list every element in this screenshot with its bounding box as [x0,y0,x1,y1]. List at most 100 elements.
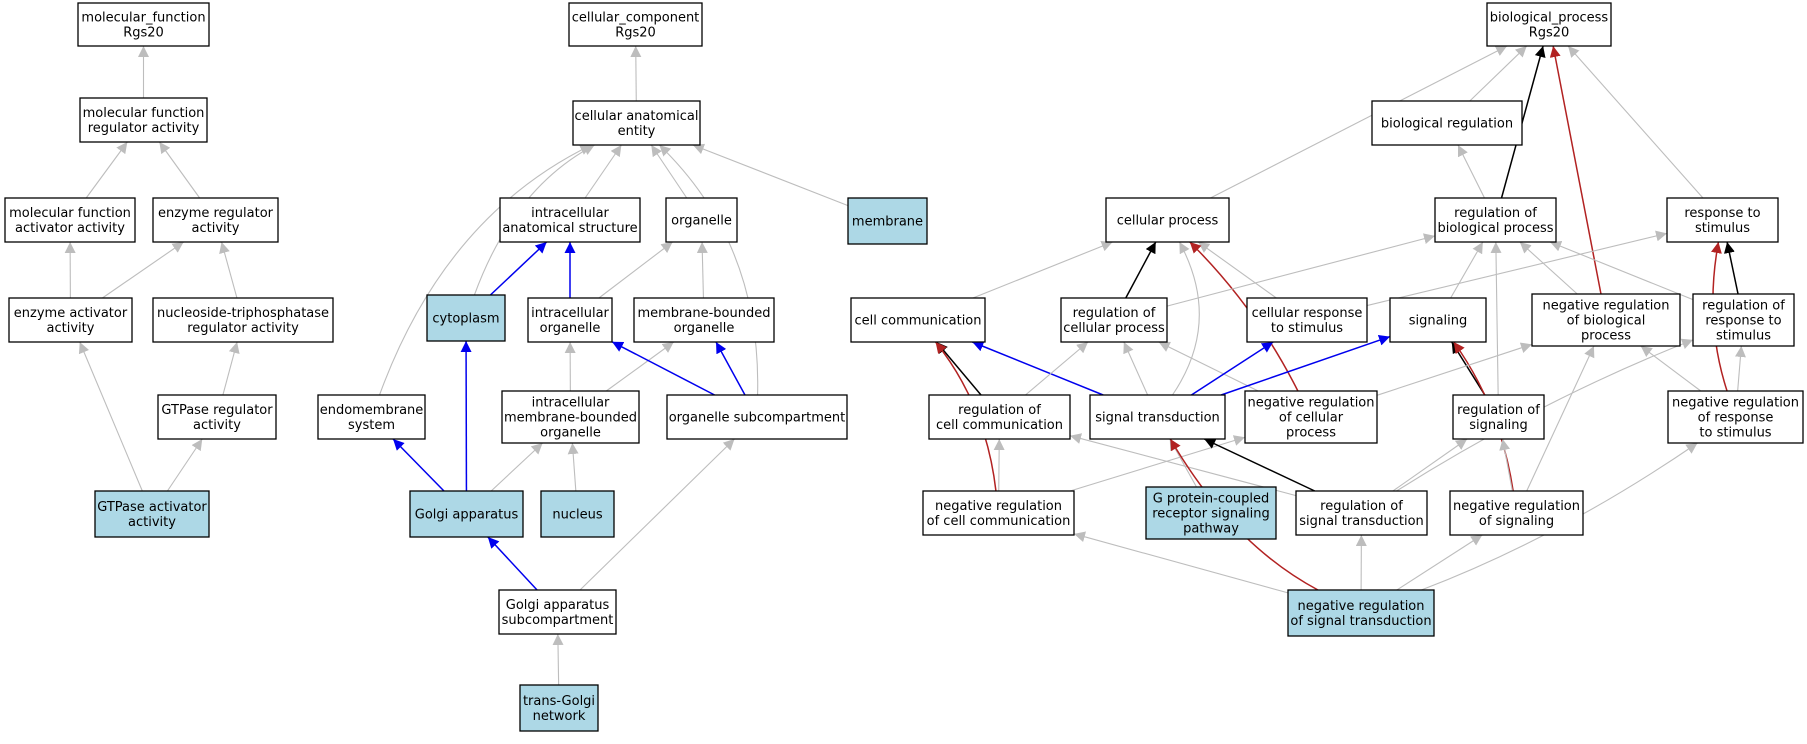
edge-ntp-reg-to-enz-reg [222,242,237,298]
node-label-line: intracellular [531,306,609,321]
node-label-line: receptor signaling [1152,507,1270,522]
edge-golgi-to-endo [393,439,444,491]
node-label-line: cellular process [1063,321,1165,336]
edge-reg-cc-to-reg-cp [1025,342,1088,395]
node-label-line: Golgi apparatus [415,508,519,523]
node-label-line: of response [1698,411,1774,426]
node-label-line: cellular anatomical [575,109,699,124]
edge-reg-cp-to-cell-proc [1126,242,1156,298]
edge-reg-st-to-reg-sig [1393,439,1467,491]
node-label-line: membrane-bounded [504,411,637,426]
edge-sig-trans-to-cell-proc [1172,242,1199,395]
node-label-line: anatomical structure [502,221,637,236]
edge-ic-org-to-organelle [599,242,673,298]
edge-ias-to-cae [585,145,621,198]
node-label-line: regulation of [958,403,1041,418]
node-label-line: process [1581,329,1631,344]
node-label-line: nucleus [552,508,602,523]
edge-gtp-act-to-gtp-reg [167,439,202,491]
node-label-line: cell communication [936,418,1063,433]
node-membrane: membrane [848,198,927,244]
node-label-line: G protein-coupled [1153,492,1270,507]
node-label-line: stimulus [1716,329,1771,344]
node-org-sub: organelle subcompartment [667,395,847,439]
node-label-line: molecular function [83,106,205,121]
edge-neg-reg-sig-to-reg-sig [1503,439,1513,491]
node-label-line: membrane-bounded [637,306,770,321]
node-label-line: Golgi apparatus [506,598,610,613]
node-label-line: molecular_function [81,11,205,26]
node-nucleus: nucleus [541,491,614,537]
node-label-line: of biological [1567,314,1646,329]
edge-cytoplasm-to-ias [490,242,546,295]
edge-cell-comm-to-cell-proc [973,242,1113,298]
edge-reg-bp-to-bio-reg [1458,145,1485,198]
node-label-line: activity [128,515,176,530]
node-label-line: system [348,418,395,433]
node-label-line: membrane [852,215,923,230]
node-label-line: activator activity [15,221,125,236]
edge-reg-cc-to-cell-comm [936,342,981,395]
node-label-line: cell communication [854,314,981,329]
node-label-line: cellular_component [572,11,700,26]
edge-neg-reg-bp-to-bp-root [1553,46,1601,294]
node-label-line: regulation of [1320,499,1403,514]
edge-neg-reg-cp-to-neg-reg-bp [1377,344,1532,395]
edge-bio-reg-to-bp-root [1470,46,1527,101]
edge-reg-resp-to-resp-stim [1727,242,1738,294]
edge-reg-st-to-reg-resp [1397,340,1693,491]
node-label-line: entity [618,124,656,139]
edge-reg-sig-to-signaling [1452,342,1485,395]
node-label-line: organelle [540,321,601,336]
node-organelle: organelle [666,198,737,242]
edge-neg-reg-cc-to-reg-cc [999,439,1000,491]
edge-neg-reg-st-to-neg-reg-cc [1074,534,1288,593]
node-label-line: negative regulation [1247,396,1374,411]
node-label-line: process [1286,426,1336,441]
node-label-line: Rgs20 [123,26,164,41]
node-label-line: signaling [1469,418,1528,433]
node-label-line: enzyme activator [14,306,128,321]
node-label-line: negative regulation [1542,299,1669,314]
node-bio-reg: biological regulation [1372,101,1522,145]
node-label-line: biological regulation [1381,117,1513,132]
node-label-line: intracellular [532,396,610,411]
edge-sig-trans-to-cell-comm [972,342,1103,395]
edge-mf-act-to-mf-reg [86,142,127,198]
edge-neg-reg-resp-to-neg-reg-bp [1641,346,1701,391]
node-label-line: signal transduction [1095,411,1220,426]
node-label-line: to stimulus [1699,426,1771,441]
node-label-line: negative regulation [1672,396,1799,411]
node-label-line: organelle [671,214,732,229]
edge-imbo-to-mb-org [606,342,673,391]
edge-enz-act-to-enz-reg [102,242,183,298]
node-label-line: network [533,709,586,724]
edge-endo-to-cae [380,145,592,395]
node-label-line: of cellular [1279,411,1344,426]
edge-cell-resp-to-cell-proc [1198,242,1276,298]
node-sig-trans: signal transduction [1090,395,1225,439]
edge-nucleus-to-imbo [572,443,575,491]
node-golgi: Golgi apparatus [410,491,523,537]
node-label-line: cytoplasm [432,312,499,327]
